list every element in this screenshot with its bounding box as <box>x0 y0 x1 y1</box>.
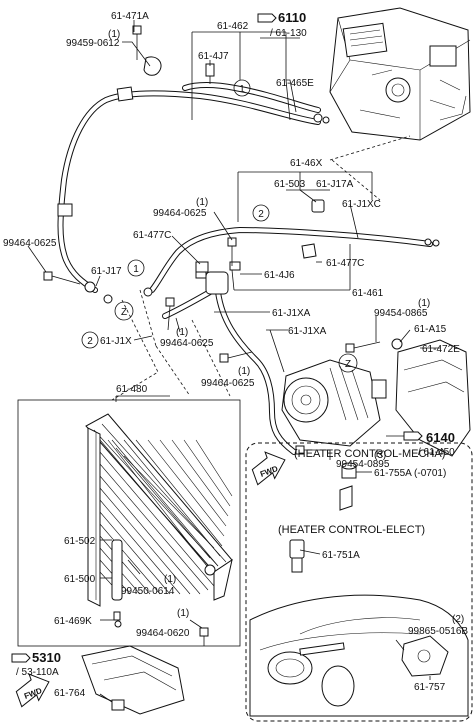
callout-5310-arrow-icon <box>11 653 31 663</box>
part-labels: 61-471A (1) 99459-0612 61-462 61-4J7 61-… <box>3 11 468 699</box>
label-61-462[interactable]: 61-462 <box>217 21 249 32</box>
label-61-503[interactable]: 61-503 <box>274 179 306 190</box>
label-99459-0612[interactable]: 99459-0612 <box>66 38 120 49</box>
label-61-4j6[interactable]: 61-4J6 <box>264 270 295 281</box>
label-qty-1-a: (1) <box>108 29 120 40</box>
label-61-4j7[interactable]: 61-4J7 <box>198 51 229 62</box>
label-61-461[interactable]: 61-461 <box>352 288 384 299</box>
callout-6140-arrow-icon <box>403 431 423 441</box>
circle-ref-z-left: Z <box>114 301 134 321</box>
label-61-477c-a[interactable]: 61-477C <box>133 230 171 241</box>
fwd-arrow-b-icon <box>15 673 50 708</box>
label-61-500[interactable]: 61-500 <box>64 574 96 585</box>
heat-shield-drawing <box>391 338 471 457</box>
bracket-drawing <box>81 645 185 715</box>
label-61-472e[interactable]: 61-472E <box>422 344 460 355</box>
callout-6110-arrow-icon <box>257 13 277 23</box>
circle-ref-1-top-text: 1 <box>239 84 245 95</box>
label-qty-1-g: (1) <box>177 608 189 619</box>
ac-pipes-drawing <box>57 82 440 455</box>
label-61-j1xa-b[interactable]: 61-J1XA <box>288 326 327 337</box>
callout-5310-number: 5310 <box>32 650 61 665</box>
leader-lines <box>27 20 440 703</box>
heater-control-inset <box>245 442 473 722</box>
label-61-j1xa-a[interactable]: 61-J1XA <box>272 308 311 319</box>
condenser-fins <box>99 439 233 595</box>
label-heater-control-mecha: (HEATER CONTROL-MECHA) <box>294 448 445 460</box>
label-61-480[interactable]: 61-480 <box>116 384 148 395</box>
compressor-drawing <box>281 359 387 447</box>
label-61-j1xc[interactable]: 61-J1XC <box>342 199 381 210</box>
label-61-469k[interactable]: 61-469K <box>54 616 92 627</box>
fwd-arrow-a: FWD <box>251 451 286 486</box>
callout-6140[interactable]: 6140 / 61-450 <box>403 430 455 458</box>
label-61-j17a[interactable]: 61-J17A <box>316 179 354 190</box>
label-61-j17[interactable]: 61-J17 <box>91 266 122 277</box>
label-99464-0625-b[interactable]: 99464-0625 <box>3 238 57 249</box>
label-61-764[interactable]: 61-764 <box>54 688 86 699</box>
label-61-46x[interactable]: 61-46X <box>290 158 323 169</box>
callout-6110-page: / 61-130 <box>270 28 307 39</box>
label-heater-control-elect: (HEATER CONTROL-ELECT) <box>278 524 425 536</box>
label-61-477c-b[interactable]: 61-477C <box>326 258 364 269</box>
label-qty-3: (3) <box>374 450 386 461</box>
label-qty-1-d: (1) <box>418 298 430 309</box>
label-61-502[interactable]: 61-502 <box>64 536 96 547</box>
label-61-471a[interactable]: 61-471A <box>111 11 149 22</box>
circle-ref-z-left-text: Z <box>121 307 127 318</box>
label-61-755a[interactable]: 61-755A (-0701) <box>374 468 446 479</box>
label-99464-0620[interactable]: 99464-0620 <box>136 628 190 639</box>
label-99464-0625-d[interactable]: 99464-0625 <box>201 378 255 389</box>
label-61-751a[interactable]: 61-751A <box>322 550 360 561</box>
circle-ref-2-top-text: 2 <box>258 209 264 220</box>
callout-6140-page: / 61-450 <box>418 447 455 458</box>
condenser-frame <box>17 399 241 647</box>
fwd-arrow-b: FWD <box>15 673 50 708</box>
circle-ref-1-mid: 1 <box>127 259 145 277</box>
label-61-a15[interactable]: 61-A15 <box>414 324 447 335</box>
label-99450-0614[interactable]: 99450-0614 <box>121 586 175 597</box>
circle-ref-2-left: 2 <box>81 331 99 349</box>
label-qty-1-e: (1) <box>238 366 250 377</box>
condenser-drawing <box>17 399 241 647</box>
label-qty-1-b: (1) <box>196 197 208 208</box>
label-99464-0625-c[interactable]: 99464-0625 <box>160 338 214 349</box>
callout-6140-number: 6140 <box>426 430 455 445</box>
circle-ref-z-compressor: Z <box>338 353 358 373</box>
label-61-465e[interactable]: 61-465E <box>276 78 314 89</box>
fwd-arrow-a-icon <box>251 451 286 486</box>
label-99865-0516b[interactable]: 99865-0516B <box>408 626 468 637</box>
label-61-j1x[interactable]: 61-J1X <box>100 336 132 347</box>
circle-ref-1-mid-text: 1 <box>133 264 139 275</box>
label-61-757[interactable]: 61-757 <box>414 682 446 693</box>
callout-5310[interactable]: 5310 / 53-110A <box>11 650 61 678</box>
circle-ref-2-left-text: 2 <box>87 336 93 347</box>
callout-5310-page: / 53-110A <box>16 667 59 678</box>
label-99454-0865[interactable]: 99454-0865 <box>374 308 428 319</box>
heater-unit-drawing <box>329 7 471 141</box>
label-qty-1-f: (1) <box>164 574 176 585</box>
label-qty-1-c: (1) <box>176 327 188 338</box>
label-qty-2: (2) <box>452 614 464 625</box>
label-99454-0895[interactable]: 99454-0895 <box>336 459 390 470</box>
circle-ref-2-top: 2 <box>252 204 270 222</box>
callout-6110[interactable]: 6110 / 61-130 <box>257 10 307 39</box>
callout-6110-number: 6110 <box>278 10 306 25</box>
circle-ref-1-top: 1 <box>233 79 251 97</box>
label-99464-0625-a[interactable]: 99464-0625 <box>153 208 207 219</box>
circle-ref-z-compressor-text: Z <box>345 359 351 370</box>
